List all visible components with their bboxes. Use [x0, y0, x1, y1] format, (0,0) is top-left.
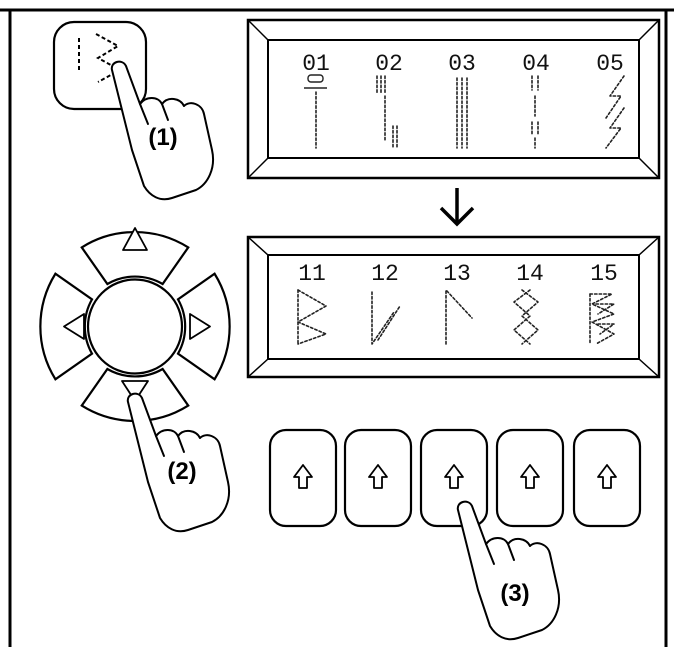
- stitch-number: 13: [443, 261, 471, 287]
- arrow-up-icon: [597, 464, 617, 489]
- arrow-up-icon: [368, 464, 388, 489]
- triangle-stitch-icon: [297, 289, 327, 345]
- display-bottom: 11 12 13 14 15: [246, 235, 661, 379]
- nav-center-button[interactable]: [86, 278, 184, 375]
- stretch-straight-stitch-icon: [376, 75, 398, 149]
- stitch-number: 05: [596, 51, 624, 77]
- arrow-up-icon: [293, 464, 313, 489]
- pointing-hand-icon: [110, 60, 214, 201]
- triple-stitch-icon: [456, 77, 468, 149]
- step-callout-3: (3): [500, 580, 529, 607]
- stitch-select-key-4[interactable]: [495, 428, 565, 528]
- step-callout-1: (1): [148, 124, 177, 151]
- selection-keys: [268, 428, 642, 528]
- stitch-select-key-3[interactable]: [419, 428, 489, 528]
- stitch-number: 01: [302, 51, 330, 77]
- arrow-up-icon: [520, 464, 540, 489]
- display-top: 01 02 03 04 05: [246, 18, 661, 180]
- triangle-right-icon: [189, 313, 211, 340]
- lightning-stitch-icon: [605, 75, 625, 149]
- diagonal-stitch-icon: [371, 291, 401, 345]
- pointing-hand-icon: [456, 500, 560, 641]
- stitch-number: 14: [516, 261, 544, 287]
- step-callout-2: (2): [167, 458, 196, 485]
- overlock-stitch-icon: [589, 293, 615, 345]
- stitch-select-key-2[interactable]: [343, 428, 413, 528]
- stitch-number: 15: [590, 261, 618, 287]
- stitch-number: 12: [371, 261, 399, 287]
- stitch-number: 02: [375, 51, 403, 77]
- stitch-number: 11: [298, 261, 326, 287]
- stitch-number: 04: [522, 51, 550, 77]
- nav-up-button[interactable]: [80, 230, 190, 286]
- arrow-up-icon: [444, 464, 464, 489]
- slant-stitch-icon: [445, 289, 473, 345]
- stitch-select-key-1[interactable]: [268, 428, 338, 528]
- stitch-select-key-5[interactable]: [572, 428, 642, 528]
- triangle-up-icon: [122, 227, 148, 251]
- double-triangle-stitch-icon: [513, 289, 539, 345]
- triangle-down-icon: [121, 380, 149, 402]
- triangle-left-icon: [63, 313, 85, 340]
- straight-stitch-icon: [304, 74, 327, 149]
- basting-stitch-icon: [531, 75, 539, 149]
- arrow-down-icon: [439, 188, 475, 227]
- navigation-pad: [39, 227, 231, 423]
- pointing-hand-icon: [126, 392, 230, 533]
- stitch-number: 03: [448, 51, 476, 77]
